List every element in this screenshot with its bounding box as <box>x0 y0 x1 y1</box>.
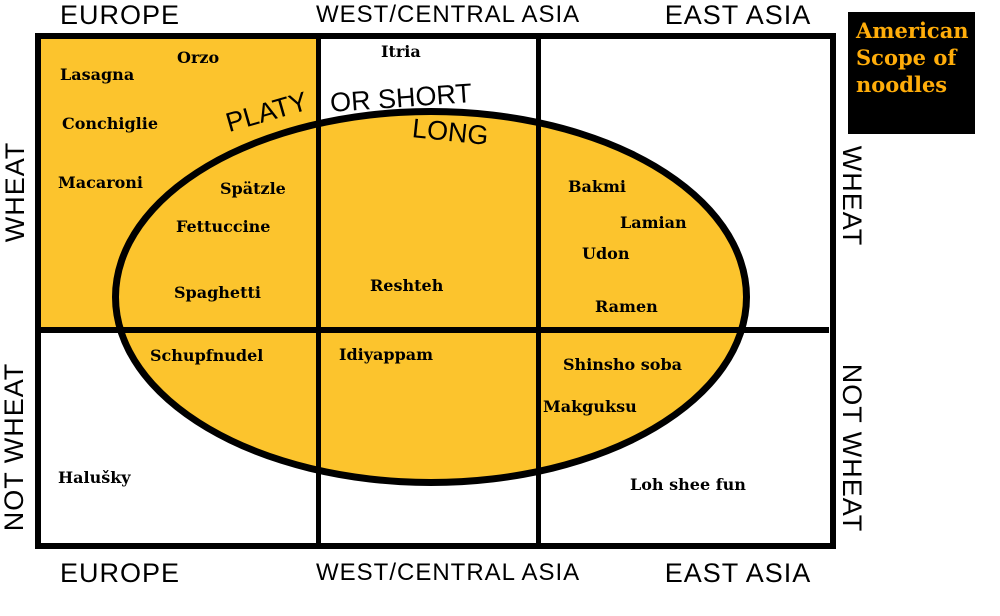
axis-left-wheat: WHEAT <box>0 141 30 243</box>
noodle-label-fettuccine: Fettuccine <box>176 217 271 236</box>
noodle-label-schupfnudel: Schupfnudel <box>150 346 264 365</box>
noodle-label-lasagna: Lasagna <box>60 65 135 84</box>
legend-line-3: noodles <box>856 71 948 97</box>
noodle-label-udon: Udon <box>582 244 630 263</box>
axis-bottom-east-asia: EAST ASIA <box>664 558 812 588</box>
axis-top-europe: EUROPE <box>59 0 181 30</box>
noodle-label-lamian: Lamian <box>620 213 687 232</box>
axis-bottom-europe: EUROPE <box>59 558 181 588</box>
axis-top-east-asia: EAST ASIA <box>664 0 812 30</box>
legend-box: American Scope of noodles <box>848 12 975 134</box>
noodle-label-macaroni: Macaroni <box>58 173 143 192</box>
axis-bottom-west-central-asia: WEST/CENTRAL ASIA <box>316 559 581 586</box>
noodle-label-makguksu: Makguksu <box>543 397 637 416</box>
noodle-label-shinsho-soba: Shinsho soba <box>563 355 683 374</box>
noodle-label-spatzle: Spätzle <box>220 179 286 198</box>
axis-top-west-central-asia: WEST/CENTRAL ASIA <box>316 1 581 28</box>
noodle-label-reshteh: Reshteh <box>370 276 444 295</box>
axis-left-not-wheat: NOT WHEAT <box>0 362 29 532</box>
noodle-label-loh-shee-fun: Loh shee fun <box>630 475 746 494</box>
noodle-label-halusky: Halušky <box>58 468 131 487</box>
legend-line-2: Scope of <box>856 44 957 70</box>
noodle-label-itria: Itria <box>381 42 421 61</box>
axis-right-wheat: WHEAT <box>837 145 867 247</box>
noodle-label-ramen: Ramen <box>595 297 658 316</box>
noodle-label-orzo: Orzo <box>177 48 220 67</box>
noodle-label-spaghetti: Spaghetti <box>174 283 261 302</box>
noodle-label-bakmi: Bakmi <box>568 177 626 196</box>
american-scope-ellipse-outline <box>112 108 750 486</box>
noodle-label-idiyappam: Idiyappam <box>339 345 434 364</box>
legend-line-1: American <box>856 18 969 43</box>
axis-right-not-wheat: NOT WHEAT <box>837 363 867 533</box>
noodle-label-conchiglie: Conchiglie <box>62 114 159 133</box>
